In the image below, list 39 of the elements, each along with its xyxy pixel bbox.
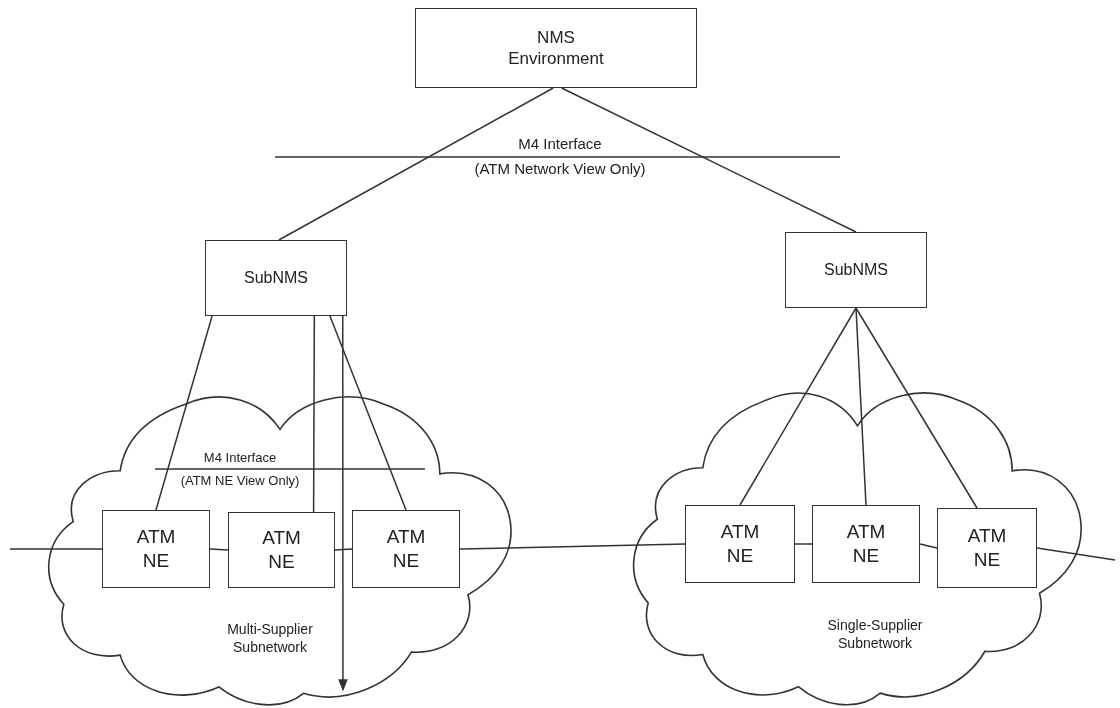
system-box — [785, 232, 927, 308]
connector-line — [209, 548, 229, 551]
box-label: ATM NE — [720, 520, 760, 568]
network-element-box — [685, 505, 795, 583]
network-element-box — [102, 510, 210, 588]
box-label: ATM NE — [262, 526, 301, 574]
connector-line — [560, 87, 857, 233]
interface-label: (ATM NE View Only) — [180, 473, 300, 488]
subnetwork-label: Multi-Supplier Subnetwork — [226, 620, 314, 657]
box-label: ATM NE — [136, 525, 176, 573]
connector-line — [155, 315, 213, 511]
network-element-box — [937, 508, 1037, 588]
connector-line — [9, 548, 103, 550]
network-element-box — [228, 512, 335, 588]
subnetwork-label: Single-Supplier Subnetwork — [826, 616, 924, 653]
network-element-box — [352, 510, 460, 588]
connector-line — [919, 543, 938, 549]
connector-line — [329, 315, 407, 511]
interface-label: M4 Interface — [203, 450, 277, 465]
connector-line — [278, 87, 554, 241]
box-label: SubNMS — [244, 268, 308, 288]
box-label: ATM NE — [967, 524, 1007, 572]
box-label: NMS Environment — [508, 26, 604, 70]
network-element-box — [812, 505, 920, 583]
box-label: ATM NE — [386, 525, 426, 573]
interface-label: (ATM Network View Only) — [474, 160, 646, 177]
connector-line — [1036, 547, 1116, 561]
system-box — [415, 8, 697, 88]
connector-line — [855, 307, 867, 506]
box-label: ATM NE — [846, 520, 886, 568]
connector-line — [855, 307, 978, 509]
system-box — [205, 240, 347, 316]
arrow — [338, 315, 348, 692]
connector-line — [739, 307, 857, 506]
connector-line — [312, 315, 316, 513]
connector-line — [794, 543, 813, 545]
box-label: SubNMS — [824, 260, 888, 280]
interface-label: M4 Interface — [518, 135, 602, 152]
connector-line — [459, 543, 686, 550]
